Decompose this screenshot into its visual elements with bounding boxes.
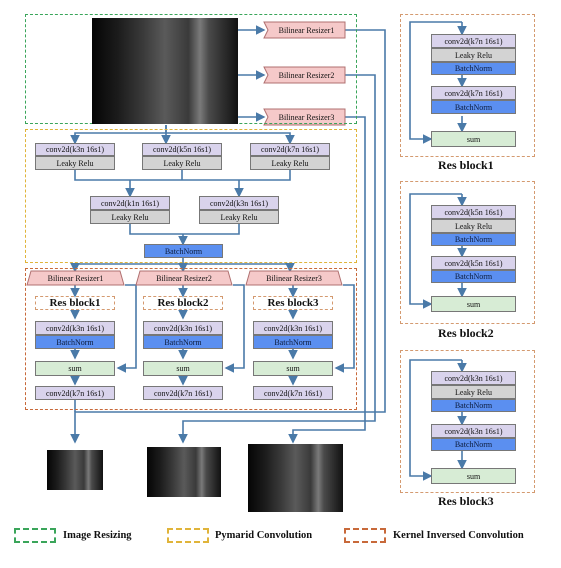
resblock3-bn-a: BatchNorm [431,399,516,412]
kernel-resizer3: Bilinear Resizer3 [266,273,322,283]
resblock3-conv-b: conv2d(k3n 16s1) [431,424,516,438]
pyramid-conv-k7: conv2d(k7n 16s1) [250,143,330,156]
resblock1-panel [400,14,535,157]
kernel-out-conv-1: conv2d(k7n 16s1) [35,386,115,400]
legend-swatch-kernel [344,528,386,543]
kernel-inversed-convolution-group [25,268,357,410]
legend-swatch-image-resizing [14,528,56,543]
kernel-conv-2: conv2d(k3n 16s1) [143,321,223,335]
pyramid-conv-k5: conv2d(k5n 16s1) [142,143,222,156]
pyramid-relu-2: Leaky Relu [142,156,222,170]
pyramid-relu-5: Leaky Relu [199,210,279,224]
resizer1-label: Bilinear Resizer1 [278,25,335,35]
kernel-batchnorm-2: BatchNorm [143,335,223,349]
output-image-small [47,450,103,490]
output-image-medium [147,447,221,497]
kernel-resizer1: Bilinear Resizer1 [47,273,104,283]
kernel-out-conv-3: conv2d(k7n 16s1) [253,386,333,400]
legend-kernel-inversed-convolution: Kernel Inversed Convolution [393,530,524,541]
resblock1-title: Res block1 [438,158,494,172]
kernel-resblock2-title: Res block2 [143,296,223,310]
resblock1-bn-b: BatchNorm [431,100,516,114]
kernel-conv-3: conv2d(k3n 16s1) [253,321,333,335]
pyramid-conv-k1: conv2d(k1n 16s1) [90,196,170,210]
resblock3-sum: sum [431,468,516,484]
kernel-resblock1-title: Res block1 [35,296,115,310]
resblock2-bn-b: BatchNorm [431,270,516,283]
output-image-large [248,444,343,512]
kernel-sum-1: sum [35,361,115,376]
resblock2-title: Res block2 [438,326,494,340]
pyramid-conv-k3: conv2d(k3n 16s1) [35,143,115,156]
legend-pyramid-convolution: Pymarid Convolution [215,530,313,541]
legend-image-resizing: Image Resizing [63,530,132,541]
pyramid-relu-3: Leaky Relu [250,156,330,170]
resblock2-conv-b: conv2d(k5n 16s1) [431,256,516,270]
resizer3-label: Bilinear Resizer3 [278,112,335,122]
resblock1-bn-a: BatchNorm [431,62,516,75]
resblock1-relu: Leaky Relu [431,48,516,62]
kernel-resizer2: Bilinear Resizer2 [156,273,212,283]
resblock2-panel [400,181,535,324]
pyramid-conv-k3-mid: conv2d(k3n 16s1) [199,196,279,210]
kernel-resblock3-title: Res block3 [253,296,333,310]
resblock3-relu: Leaky Relu [431,385,516,399]
resblock2-sum: sum [431,296,516,312]
resblock2-relu: Leaky Relu [431,219,516,233]
kernel-conv-1: conv2d(k3n 16s1) [35,321,115,335]
kernel-out-conv-2: conv2d(k7n 16s1) [143,386,223,400]
resblock3-bn-b: BatchNorm [431,438,516,451]
resblock1-sum: sum [431,131,516,147]
resblock2-bn-a: BatchNorm [431,233,516,246]
resblock1-conv-a: conv2d(k7n 16s1) [431,34,516,48]
kernel-batchnorm-3: BatchNorm [253,335,333,349]
resblock2-conv-a: conv2d(k5n 16s1) [431,205,516,219]
input-road-image [92,18,238,124]
resblock3-conv-a: conv2d(k3n 16s1) [431,371,516,385]
legend-swatch-pyramid [167,528,209,543]
pyramid-relu-4: Leaky Relu [90,210,170,224]
kernel-sum-3: sum [253,361,333,376]
resblock3-panel [400,350,535,493]
kernel-sum-2: sum [143,361,223,376]
kernel-batchnorm-1: BatchNorm [35,335,115,349]
pyramid-relu-1: Leaky Relu [35,156,115,170]
pyramid-convolution-group [25,129,357,263]
resizer2-label: Bilinear Resizer2 [278,70,335,80]
pyramid-batchnorm: BatchNorm [144,244,223,258]
resblock1-conv-b: conv2d(k7n 16s1) [431,86,516,100]
resblock3-title: Res block3 [438,494,494,508]
